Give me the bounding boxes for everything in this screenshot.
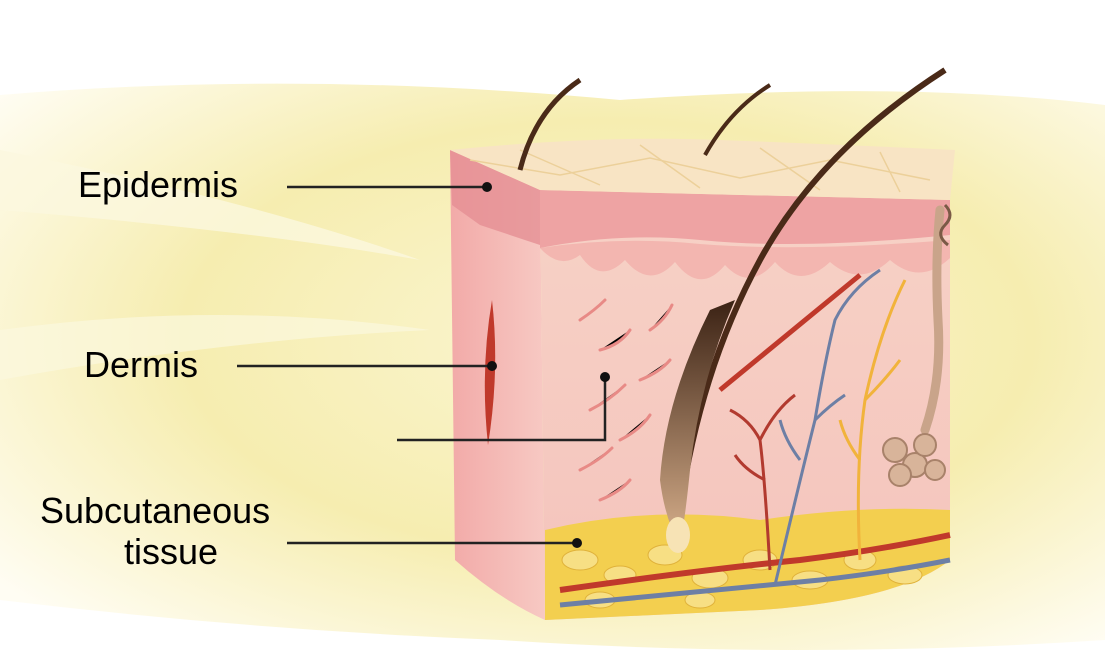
subcutaneous-label-line1: Subcutaneous (40, 491, 270, 531)
epidermis-label: Epidermis (78, 165, 238, 205)
subcutaneous-label-line2: tissue (124, 532, 218, 572)
dermis-pointer-dot-secondary (600, 372, 610, 382)
hair-bulb (666, 517, 690, 553)
epidermis-pointer-dot (482, 182, 492, 192)
subcutaneous-pointer-dot (572, 538, 582, 548)
dermis-pointer-dot (487, 361, 497, 371)
dermis-label: Dermis (84, 345, 198, 385)
